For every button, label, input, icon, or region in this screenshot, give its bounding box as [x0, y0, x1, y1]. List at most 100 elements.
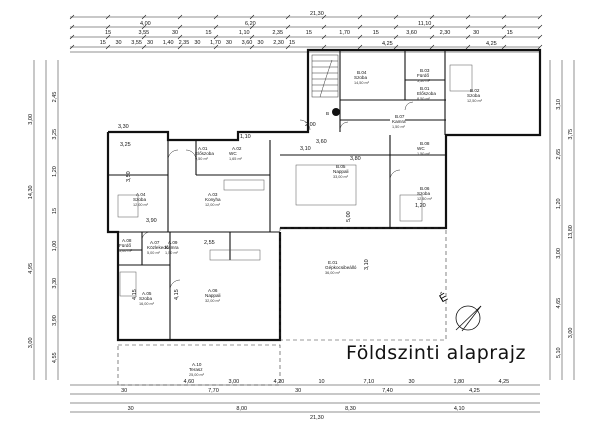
room-name-A.01: Előszoba: [195, 151, 214, 156]
room-area-B.08: 1,50 m²: [417, 152, 431, 156]
dim-top_row3-1: 30: [116, 40, 122, 46]
dim-right_inner-4: 4,65: [556, 298, 562, 309]
room-code-A.04: A.04: [136, 192, 146, 197]
dim-top_row3-5: 2,35: [179, 40, 190, 46]
dim-bottom_row1-5: 30: [409, 379, 415, 385]
dim-tick: [105, 44, 111, 50]
bottom-dimensions: [70, 384, 540, 413]
dim-tick: [357, 34, 363, 40]
dim-top_row2-7: 1,70: [339, 30, 350, 36]
dim-tick: [177, 14, 183, 20]
dim-tick: [357, 44, 363, 50]
dim-tick: [537, 34, 543, 40]
dim-left_outer-0: 3,00: [28, 114, 34, 125]
dim-top_row2-5: 2,35: [272, 30, 283, 36]
dim-tick: [321, 24, 327, 30]
door-swings: [141, 101, 414, 291]
dim-tick: [249, 24, 255, 30]
room-code-A.03: A.03: [208, 192, 218, 197]
dim-tick: [141, 24, 147, 30]
dim-inner-11: 2,55: [204, 240, 215, 246]
dim-inner-1: 3,10: [300, 146, 311, 152]
dim-left_inner-4: 1,00: [52, 241, 58, 252]
dim-top_row2-0: 15: [105, 30, 111, 36]
dim-inner-9: 5,00: [346, 211, 352, 222]
dim-tick: [249, 14, 255, 20]
dim-tick: [69, 24, 75, 30]
room-area-B.05: 33,00 m²: [333, 175, 349, 179]
dim-tick: [501, 34, 507, 40]
dim-left_outer-1: 14,30: [28, 185, 34, 199]
north-arrow: [455, 305, 482, 332]
room-area-B.07: 1,50 m²: [392, 125, 406, 129]
room-name-B.07: Kamra: [392, 119, 406, 124]
dim-inner-0: 3,30: [118, 124, 129, 130]
dim-tick: [429, 24, 435, 30]
room-area-B.02: 12,50 m²: [467, 99, 483, 103]
dim-top_row2-9: 3,60: [406, 30, 417, 36]
room-code-A.05: A.05: [142, 291, 152, 296]
room-name-B.01: Előszoba: [417, 91, 436, 96]
room-code-E.01: E.01: [328, 260, 338, 265]
dim-inner-8: 3,90: [146, 218, 157, 224]
dim-tick: [177, 44, 183, 50]
room-area-A.06: 32,00 m²: [205, 299, 221, 303]
dim-bottom_row2-0: 30: [121, 388, 127, 394]
dim-tick: [321, 34, 327, 40]
dim-tick: [537, 24, 543, 30]
dim-bottom_row2-4: 4,25: [469, 388, 480, 394]
dim-left_outer-2: 4,95: [28, 263, 34, 274]
dim-top_row3-8: 30: [226, 40, 232, 46]
dim-top-row4-a: 4,25: [382, 41, 393, 47]
dim-tick: [285, 44, 291, 50]
dim-left_inner-1: 3,25: [52, 129, 58, 140]
room-name-B.06: Szoba: [417, 191, 430, 196]
room-area-A.08: 5,00 m²: [119, 249, 133, 253]
stair-label: B: [326, 111, 329, 116]
dim-tick: [69, 34, 75, 40]
dim-top-row1-c: 11,10: [418, 21, 431, 27]
dim-tick: [465, 44, 471, 50]
dim-tick: [213, 14, 219, 20]
dim-tick: [105, 14, 111, 20]
room-area-A.03: 12,00 m²: [205, 203, 221, 207]
dim-tick: [105, 34, 111, 40]
dim-top_row3-6: 30: [194, 40, 200, 46]
room-name-B.03: Fürdő: [417, 73, 429, 78]
north-label: É: [437, 290, 450, 305]
room-code-A.02: A.02: [232, 146, 242, 151]
dim-top_row2-10: 2,30: [440, 30, 451, 36]
dim-left_inner-7: 4,55: [52, 352, 58, 363]
dim-bottom_row1-6: 1,80: [454, 379, 465, 385]
dim-inner-4: 3,60: [316, 139, 327, 145]
dim-bottom_row3-1: 8,00: [236, 406, 247, 412]
dim-tick: [321, 14, 327, 20]
dim-tick: [393, 44, 399, 50]
dim-tick: [249, 44, 255, 50]
dim-top_row3-2: 3,55: [131, 40, 142, 46]
room-code-A.07: A.07: [150, 240, 160, 245]
room-name-A.02: WC: [229, 151, 237, 156]
dim-top_row3-4: 1,40: [163, 40, 174, 46]
dim-bottom_row3-2: 8,30: [345, 406, 356, 412]
dim-tick: [357, 24, 363, 30]
dim-tick: [285, 34, 291, 40]
dim-top_row3-11: 2,30: [273, 40, 284, 46]
dim-top_row3-0: 15: [100, 40, 106, 46]
dim-tick: [393, 34, 399, 40]
dim-tick: [213, 24, 219, 30]
room-code-A.09: A.09: [168, 240, 178, 245]
dim-tick: [69, 14, 75, 20]
dim-tick: [285, 24, 291, 30]
top-dim-ticks: [69, 14, 543, 50]
dim-top-row1-b: 6,20: [245, 21, 256, 27]
dim-left_inner-3: 15: [52, 208, 58, 214]
dim-left_inner-2: 1,20: [52, 166, 58, 177]
dim-tick: [141, 44, 147, 50]
